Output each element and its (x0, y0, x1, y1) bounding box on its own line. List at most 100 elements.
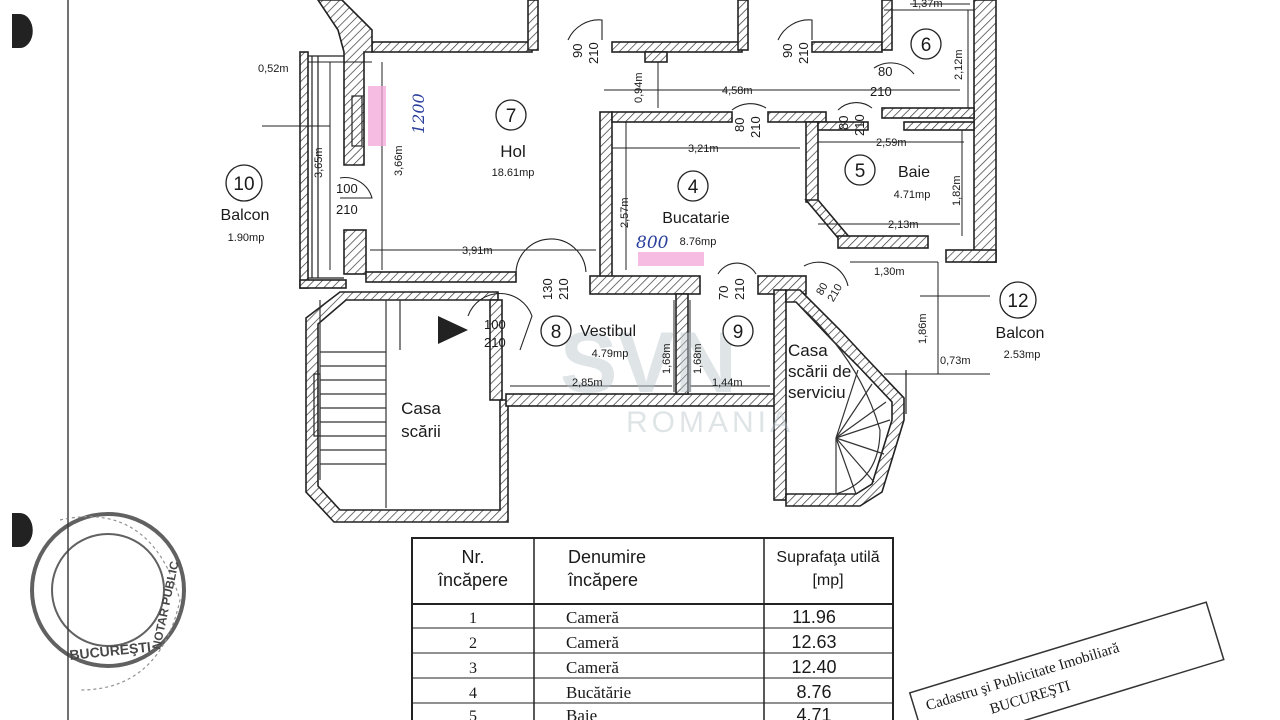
notary-seal: NOTAR PUBLIC BUCUREŞTI (30, 512, 186, 691)
table-cell-name: Cameră (566, 633, 619, 652)
room-7-area: 18.61mp (492, 167, 535, 179)
svg-text:80: 80 (836, 116, 851, 130)
dim-4-58: 4,58m (722, 85, 753, 97)
svg-text:210: 210 (556, 278, 571, 300)
table-row: 1 Cameră 11.96 (469, 607, 836, 627)
room-12-name: Balcon (996, 325, 1045, 342)
room-4-circle (677, 170, 709, 202)
svg-text:210: 210 (796, 42, 811, 64)
table-cell-nr: 4 (469, 685, 477, 702)
dim-2-59: 2,59m (876, 137, 907, 149)
dim-1-82: 1,82m (951, 175, 963, 206)
room-10-circle (225, 164, 263, 202)
room-7-circle (495, 99, 527, 131)
svg-text:210: 210 (748, 116, 763, 138)
room-10-name: Balcon (221, 207, 270, 224)
dim-1-68-b: 1,68m (692, 343, 704, 374)
svg-text:210: 210 (484, 335, 506, 350)
room-5-number: 5 (855, 161, 866, 182)
dim-1-68-a: 1,68m (661, 343, 673, 374)
room-12-circle (999, 281, 1037, 319)
room-9-circle (722, 315, 754, 347)
handwritten-1200: 1200 (409, 93, 428, 134)
table-cell-nr: 2 (469, 635, 477, 652)
dim-3-65: 3,65m (313, 147, 325, 178)
punch-hole-bottom (12, 513, 33, 547)
dim-0-73: 0,73m (940, 355, 971, 367)
room-10-number: 10 (233, 174, 254, 195)
dim-3-66: 3,66m (393, 145, 405, 176)
table-header-den-2: încăpere (567, 570, 638, 590)
table-row: 5 Baie 4.71 (469, 705, 832, 720)
dim-2-13: 2,13m (888, 219, 919, 231)
table-header-den-1: Denumire (568, 547, 646, 567)
table-header-sup-1: Suprafaţa utilă (776, 549, 879, 566)
punch-hole-top (12, 14, 33, 48)
entrance-arrow-icon (438, 316, 468, 344)
room-9-number: 9 (733, 322, 744, 343)
table-cell-nr: 3 (469, 660, 477, 677)
room-5-name: Baie (898, 164, 930, 181)
staircase-treads (319, 300, 401, 508)
svg-text:90: 90 (570, 44, 585, 58)
table-cell-nr: 1 (469, 610, 477, 627)
room-12-area: 2.53mp (1004, 349, 1041, 361)
svg-text:70: 70 (716, 286, 731, 300)
room-8-name: Vestibul (580, 323, 636, 340)
table-cell-area: 12.40 (791, 657, 836, 677)
room-7-number: 7 (506, 106, 517, 127)
door-80-a: 80 210 (870, 64, 892, 99)
spiral-stair (799, 305, 891, 495)
service-stair-label-3: serviciu (788, 383, 846, 402)
dim-0-52: 0,52m (258, 63, 289, 75)
table-cell-area: 8.76 (796, 682, 831, 702)
svg-text:210: 210 (732, 278, 747, 300)
room-6-circle (910, 28, 942, 60)
highlight-mark-hol (368, 86, 386, 146)
notary-seal-arc: NOTAR PUBLIC (149, 560, 181, 651)
windows (308, 55, 907, 437)
door-labels: 90 210 90 210 80 210 80 210 80 210 100 2… (336, 42, 892, 350)
watermark-sub: ROMANIA (626, 406, 794, 439)
room-6-number: 6 (921, 35, 932, 56)
cadastre-stamp: Cadastru şi Publicitate Imobiliară BUCUR… (908, 601, 1225, 720)
dimension-lines (262, 3, 990, 392)
table-cell-area: 12.63 (791, 632, 836, 652)
room-8-number: 8 (551, 322, 562, 343)
room-5-area: 4.71mp (894, 189, 931, 201)
table-cell-name: Cameră (566, 658, 619, 677)
svg-text:130: 130 (540, 278, 555, 300)
handwritten-800: 800 (636, 233, 669, 253)
svg-text:210: 210 (870, 84, 892, 99)
stair-label-2: scării (401, 422, 441, 441)
table-cell-name: Bucătărie (566, 683, 631, 702)
door-100-a: 100 210 (336, 181, 358, 217)
door-swings (339, 19, 915, 351)
table-header-sup-2: [mp] (812, 572, 843, 589)
table-cell-name: Baie (566, 706, 597, 720)
door-80-d: 80 210 (814, 281, 845, 304)
dim-2-57: 2,57m (619, 197, 631, 228)
dim-3-91: 3,91m (462, 245, 493, 257)
svg-text:210: 210 (852, 114, 867, 136)
svg-text:80: 80 (732, 118, 747, 132)
table-row: 4 Bucătărie 8.76 (469, 682, 832, 702)
dim-1-37: 1,37m (912, 0, 943, 10)
area-table: Nr. încăpere Denumire încăpere Suprafaţa… (411, 537, 894, 720)
table-cell-nr: 5 (469, 708, 477, 720)
room-10-area: 1.90mp (228, 232, 265, 244)
room-12-number: 12 (1007, 291, 1028, 312)
door-100-b: 100 210 (484, 317, 506, 350)
svg-text:100: 100 (336, 181, 358, 196)
room-5-circle (844, 154, 876, 186)
table-header-nr-2: încăpere (437, 570, 508, 590)
room-labels: 6 7 Hol 18.61mp 4 Bucatarie 8.76mp 5 Bai… (221, 35, 1045, 441)
room-4-area: 8.76mp (680, 236, 717, 248)
dim-3-21: 3,21m (688, 143, 719, 155)
door-70: 70 210 (716, 278, 747, 300)
svg-text:80: 80 (814, 281, 831, 298)
room-8-circle (540, 315, 572, 347)
service-stair-label-2: scării de (788, 362, 851, 381)
watermark: SVN ROMANIA (560, 315, 794, 439)
